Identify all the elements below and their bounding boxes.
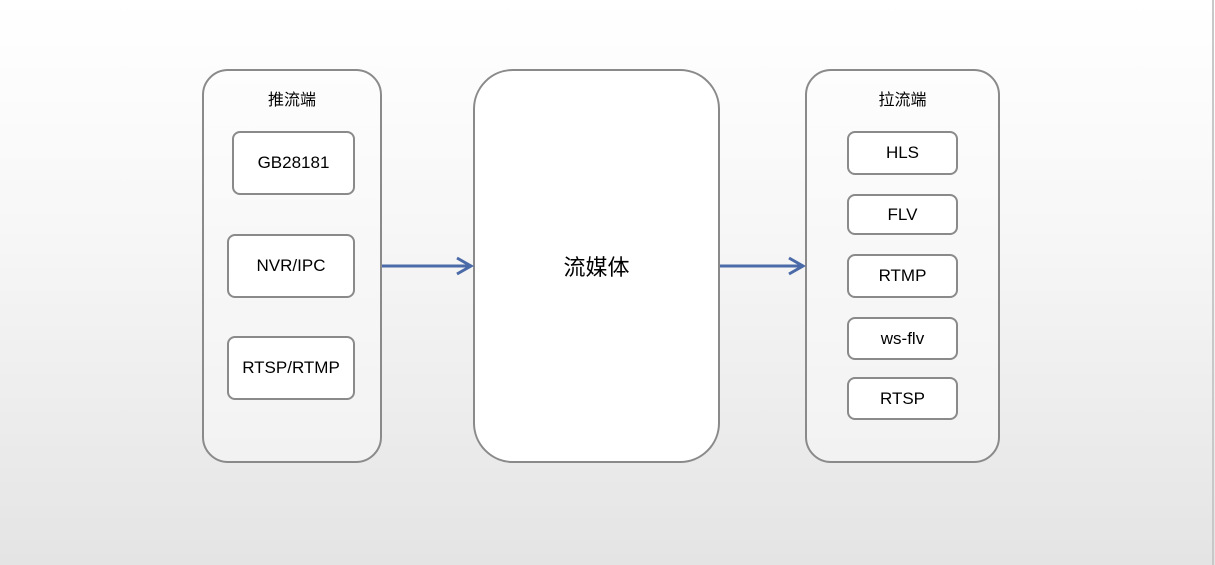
push-node-nvr-ipc: NVR/IPC: [227, 234, 355, 298]
push-node-rtsp-rtmp: RTSP/RTMP: [227, 336, 355, 400]
pull-group-title: 拉流端: [878, 90, 927, 109]
arrow-push-to-media: [382, 256, 475, 276]
canvas-right-border: [1212, 0, 1214, 565]
pull-node-rtsp: RTSP: [847, 377, 958, 420]
pull-node-flv: FLV: [847, 194, 958, 235]
media-server-node: 流媒体: [473, 69, 720, 463]
push-node-gb28181: GB28181: [232, 131, 355, 195]
pull-node-hls: HLS: [847, 131, 958, 175]
pull-node-rtmp: RTMP: [847, 254, 958, 298]
push-group-title: 推流端: [267, 90, 316, 109]
pull-node-ws-flv: ws-flv: [847, 317, 958, 360]
arrow-media-to-pull: [720, 256, 807, 276]
